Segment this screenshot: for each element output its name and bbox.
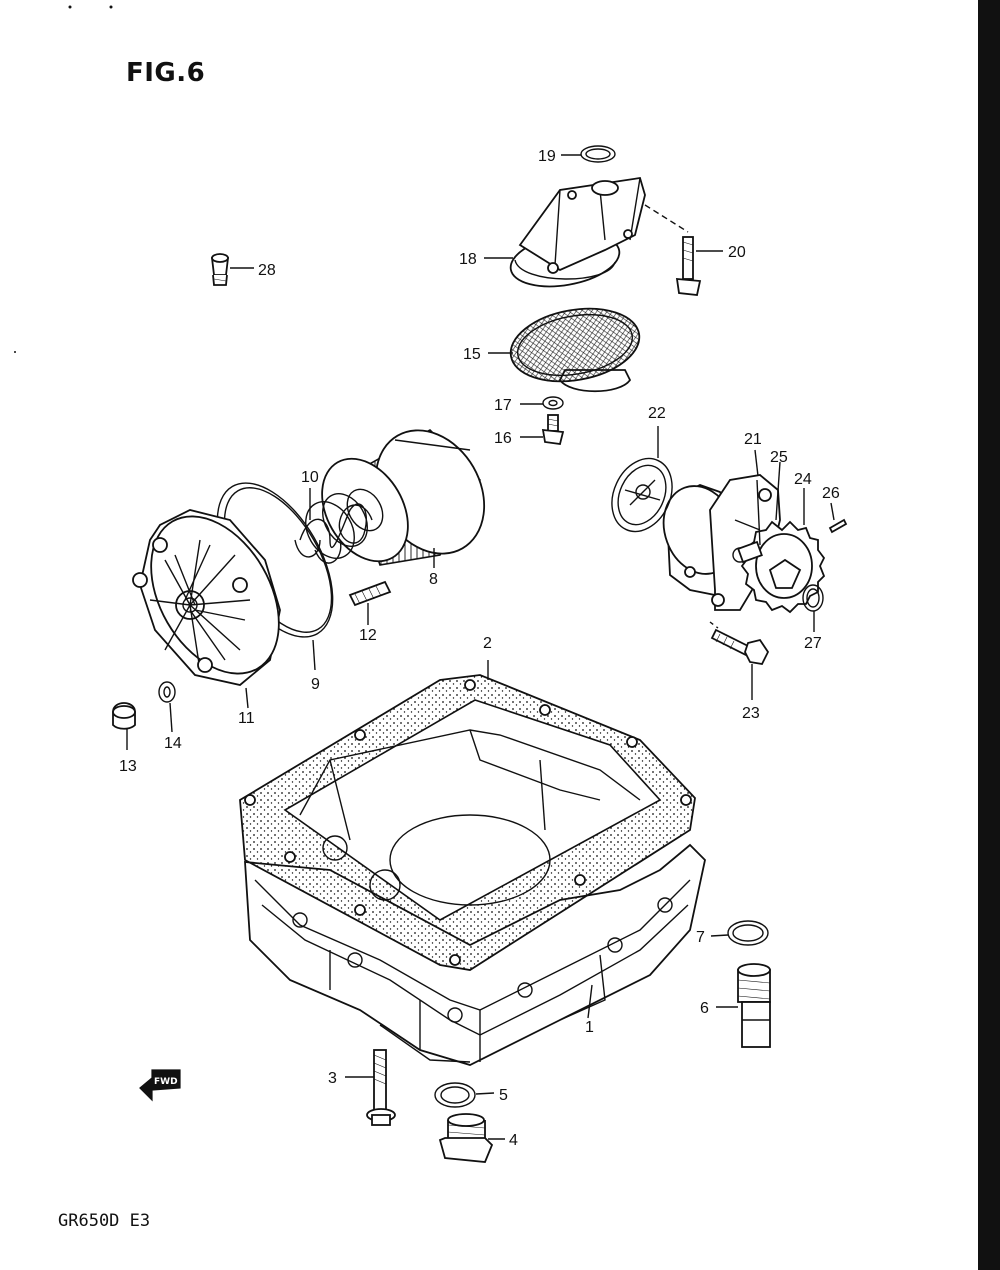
scan-edge-bar — [978, 0, 1000, 1270]
part-oil-pan-gasket — [239, 674, 696, 971]
callout-8: 8 — [429, 571, 438, 588]
callout-27: 27 — [804, 635, 822, 652]
fwd-label: FWD — [154, 1077, 178, 1087]
callout-1: 1 — [585, 1019, 594, 1036]
callout-5: 5 — [499, 1087, 508, 1104]
part-plug-28 — [210, 253, 230, 286]
scan-speck — [68, 5, 72, 9]
scan-speck — [14, 351, 16, 353]
callout-12: 12 — [359, 627, 377, 644]
part-oil-pressure-switch — [737, 963, 771, 1048]
part-filter-spring — [294, 493, 373, 564]
part-drain-plug — [438, 1113, 494, 1163]
callout-24: 24 — [794, 471, 812, 488]
part-o-ring-19 — [580, 145, 616, 163]
part-drain-gasket — [434, 1082, 476, 1108]
forward-direction-arrow: FWD — [139, 1069, 181, 1102]
part-stud-bolt — [348, 580, 392, 607]
exploded-view-drawing: FWD — [14, 5, 848, 1163]
scan-speck — [109, 5, 113, 9]
figure-title: FIG.6 — [126, 58, 206, 88]
part-oil-pump — [662, 474, 781, 611]
part-strainer-cap — [509, 176, 646, 288]
part-oil-strainer — [509, 307, 641, 393]
part-pin — [828, 518, 848, 534]
part-pump-gasket — [611, 457, 673, 533]
callout-3: 3 — [328, 1070, 337, 1087]
callout-23: 23 — [742, 705, 760, 722]
part-pump-bolt — [709, 621, 770, 665]
callout-28: 28 — [258, 262, 276, 279]
part-circlip — [802, 584, 824, 612]
part-oil-filter-cover — [132, 509, 281, 686]
callout-15: 15 — [463, 346, 481, 363]
callout-21: 21 — [744, 431, 762, 448]
part-cap-nut — [112, 702, 136, 730]
model-code: GR650D E3 — [58, 1211, 151, 1231]
part-cap-bolt — [644, 204, 702, 296]
part-washer-17 — [542, 396, 564, 410]
callout-7: 7 — [696, 929, 705, 946]
callout-9: 9 — [311, 676, 320, 693]
callout-25: 25 — [770, 449, 788, 466]
callout-22: 22 — [648, 405, 666, 422]
callout-labels: 1 2 3 4 5 6 7 8 9 10 11 12 13 14 15 16 1… — [119, 148, 840, 1149]
callout-13: 13 — [119, 758, 137, 775]
callout-11: 11 — [238, 710, 255, 727]
part-pump-gear — [740, 520, 826, 614]
part-oil-pan-bolt — [366, 1049, 396, 1126]
callout-14: 14 — [164, 735, 182, 752]
part-strainer-bolt — [541, 414, 565, 445]
callout-10: 10 — [301, 469, 319, 486]
callout-26: 26 — [822, 485, 840, 502]
callout-2: 2 — [483, 635, 492, 652]
callout-16: 16 — [494, 430, 512, 447]
part-oil-filter — [321, 429, 486, 566]
part-pump-shaft — [737, 479, 763, 564]
part-o-ring-7 — [727, 920, 769, 946]
leader-lines — [126, 154, 835, 1140]
callout-4: 4 — [509, 1132, 518, 1149]
part-washer-14 — [158, 681, 176, 703]
callout-6: 6 — [700, 1000, 709, 1017]
callout-19: 19 — [538, 148, 556, 165]
callout-17: 17 — [494, 397, 512, 414]
callout-20: 20 — [728, 244, 746, 261]
callout-18: 18 — [459, 251, 477, 268]
